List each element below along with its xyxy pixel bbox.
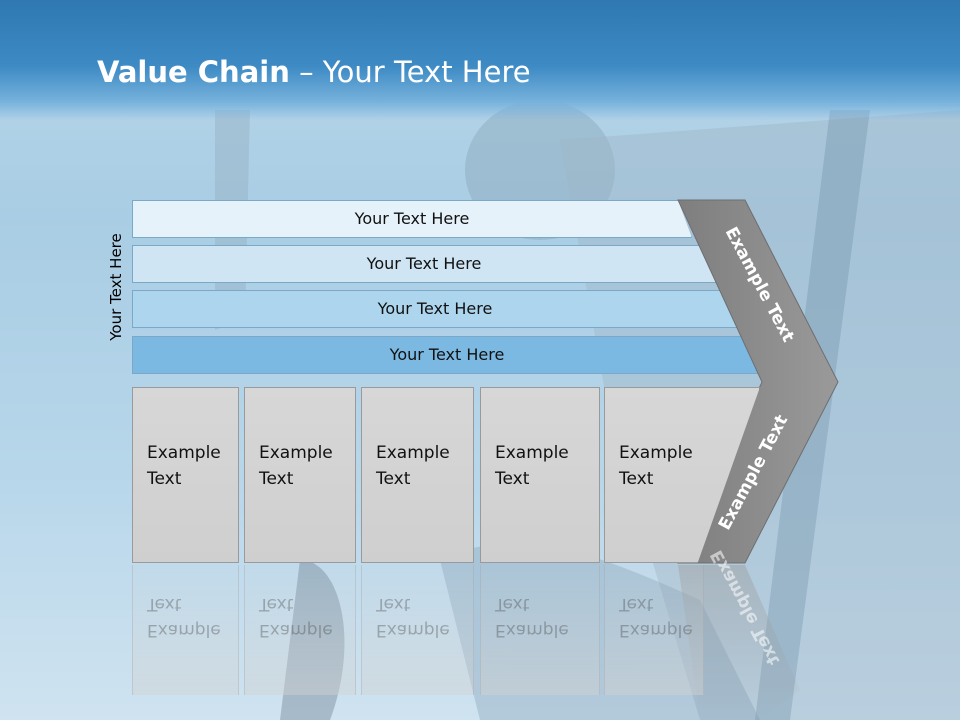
primary-activity-column-2: Example Text	[244, 387, 356, 563]
title-rest: – Your Text Here	[289, 55, 531, 89]
column-5-line-2: Text	[619, 469, 654, 489]
support-activity-band-4: Your Text Here	[132, 336, 762, 374]
column-2-line-2: Text	[259, 469, 294, 489]
column-2-line-1: Example	[259, 443, 333, 463]
title-bold: Value Chain	[97, 55, 290, 89]
column-4-line-1: Example	[495, 443, 569, 463]
column-4-line-2: Text	[495, 469, 530, 489]
column-1-line-1: Example	[147, 443, 221, 463]
header-bar	[0, 0, 960, 120]
primary-activity-column-3: Example Text	[361, 387, 474, 563]
column-3-line-1: Example	[376, 443, 450, 463]
slide-title: Value Chain – Your Text Here	[97, 55, 531, 89]
column-3-line-2: Text	[376, 469, 411, 489]
column-1-line-2: Text	[147, 469, 182, 489]
chevron-reflection	[678, 565, 800, 720]
support-activity-band-1: Your Text Here	[132, 200, 692, 238]
column-5-line-1: Example	[619, 443, 693, 463]
primary-activity-column-4: Example Text	[480, 387, 600, 563]
support-activity-band-3: Your Text Here	[132, 290, 738, 328]
primary-activity-column-1: Example Text	[132, 387, 239, 563]
support-activity-band-2: Your Text Here	[132, 245, 716, 283]
chevron-shape	[677, 199, 839, 564]
